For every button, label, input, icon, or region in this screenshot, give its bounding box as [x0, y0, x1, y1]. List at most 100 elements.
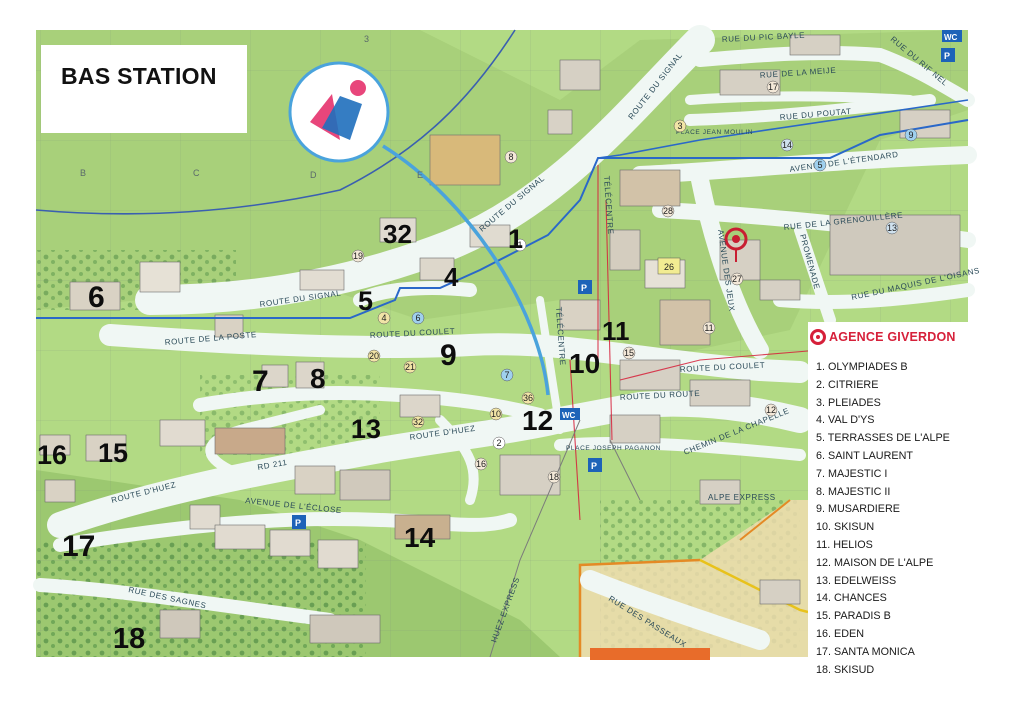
cable-line — [382, 144, 550, 396]
boundary-north — [35, 29, 516, 215]
residence-number: 12 — [522, 405, 553, 436]
residence-number: 11 — [602, 316, 630, 346]
list-item: 15. PARADIS B — [816, 610, 891, 623]
marker: 18 — [547, 470, 561, 484]
marker: 10 — [489, 407, 503, 421]
residence-number: 15 — [98, 438, 128, 468]
svg-text:2: 2 — [496, 438, 501, 448]
residence-number: 14 — [404, 522, 436, 553]
svg-text:6: 6 — [415, 313, 420, 323]
list-item: 3. PLEIADES — [816, 396, 881, 409]
svg-text:D: D — [310, 170, 317, 180]
list-item: 17. SANTA MONICA — [816, 645, 915, 658]
list-item: 7. MAJESTIC I — [816, 467, 888, 480]
marker: 20 — [367, 349, 381, 363]
list-item: 2. CITRIERE — [816, 378, 879, 391]
svg-text:17: 17 — [768, 82, 778, 92]
list-item: 16. EDEN — [816, 627, 865, 640]
svg-text:20: 20 — [369, 351, 379, 361]
svg-text:32: 32 — [413, 417, 423, 427]
legend-panel: AGENCE GIVERDON 1. OLYMPIADES B 2. CITRI… — [808, 322, 994, 692]
residence-number: 18 — [113, 623, 145, 655]
marker: 36 — [521, 391, 535, 405]
marker: 28 — [661, 204, 675, 218]
marker: 21 — [403, 360, 417, 374]
list-item: 4. VAL D'YS — [816, 414, 875, 427]
list-item: 8. MAJESTIC II — [816, 485, 891, 498]
svg-text:5: 5 — [817, 160, 822, 170]
wc-sign-icon: WC — [560, 408, 580, 420]
svg-text:27: 27 — [732, 274, 742, 284]
residence-number: 13 — [351, 414, 381, 444]
residence-number: 4 — [444, 262, 459, 292]
parking-sign-icon: P — [941, 48, 955, 62]
parking-sign-icon: P — [292, 515, 306, 529]
marker: 11 — [702, 321, 716, 335]
list-item: 14. CHANCES — [816, 592, 887, 605]
residence-number: 7 — [252, 365, 269, 398]
svg-text:B: B — [80, 168, 86, 178]
residence-number: 5 — [358, 286, 373, 316]
residence-number: 32 — [383, 219, 412, 249]
marker: 13 — [885, 221, 899, 235]
marker: 5 — [813, 158, 827, 172]
handwritten-numbers: 1 32 4 5 6 7 8 9 10 11 12 13 14 15 16 17… — [37, 219, 630, 655]
map-markers: 1 2 3 4 5 6 7 8 9 10 11 12 13 14 15 16 1… — [351, 80, 918, 484]
svg-text:P: P — [581, 283, 587, 293]
marker: 32 — [411, 415, 425, 429]
svg-text:3: 3 — [677, 121, 682, 131]
svg-text:1: 1 — [517, 240, 522, 250]
title-box: BAS STATION — [41, 45, 247, 133]
svg-text:8: 8 — [508, 152, 513, 162]
svg-text:4: 4 — [381, 313, 386, 323]
marker: 4 — [377, 311, 391, 325]
list-item: 12. MAISON DE L'ALPE — [816, 556, 934, 569]
svg-text:14: 14 — [782, 140, 792, 150]
list-item: 1. OLYMPIADES B — [816, 361, 908, 373]
marker: 7 — [500, 368, 514, 382]
buildings — [39, 34, 961, 644]
residence-number: 6 — [88, 281, 105, 314]
list-item: 13. EDELWEISS — [816, 574, 897, 587]
ski-lift-lines — [489, 419, 641, 658]
agency-pin-icon — [724, 227, 748, 262]
svg-text:P: P — [591, 461, 597, 471]
list-item: 18. SKISUD — [816, 663, 875, 676]
svg-text:13: 13 — [887, 223, 897, 233]
marker: 14 — [780, 138, 794, 152]
residence-number: 8 — [310, 363, 326, 394]
svg-text:9: 9 — [908, 130, 913, 140]
street-label: ROUTE DU COULET — [370, 327, 456, 340]
svg-text:WC: WC — [562, 411, 576, 420]
page-title: BAS STATION — [61, 63, 217, 89]
marker: 19 — [351, 249, 365, 263]
list-item: 5. TERRASSES DE L'ALPE — [816, 432, 950, 445]
lift-lines — [569, 165, 821, 521]
residence-number: 17 — [62, 530, 95, 563]
svg-text:19: 19 — [353, 251, 363, 261]
svg-text:11: 11 — [704, 323, 713, 333]
list-item: 9. MUSARDIERE — [816, 503, 900, 516]
grid-labels: B C D E 3 — [80, 34, 423, 180]
street-label: ALPE EXPRESS — [708, 493, 776, 502]
svg-text:7: 7 — [504, 370, 509, 380]
agency-name: AGENCE GIVERDON — [829, 330, 956, 344]
wc-sign-icon: WC — [942, 30, 962, 42]
svg-text:P: P — [944, 51, 950, 61]
svg-text:P: P — [295, 518, 301, 528]
list-item: 11. HELIOS — [816, 538, 873, 551]
svg-text:15: 15 — [624, 348, 634, 358]
svg-text:10: 10 — [491, 409, 501, 419]
street-label: TÉLÉCENTRE — [554, 307, 567, 366]
svg-text:12: 12 — [766, 405, 776, 415]
marker: 15 — [622, 346, 636, 360]
street-label: ROUTE DU COULET — [680, 361, 766, 374]
street-label: TÉLÉCENTRE — [602, 176, 615, 235]
svg-text:18: 18 — [549, 472, 559, 482]
marker: 26 — [657, 257, 681, 275]
parking-sign-icon: P — [578, 280, 592, 294]
street-label: RUE DU PIC BAYLE — [722, 31, 806, 44]
svg-text:WC: WC — [944, 33, 958, 42]
svg-text:36: 36 — [523, 393, 533, 403]
